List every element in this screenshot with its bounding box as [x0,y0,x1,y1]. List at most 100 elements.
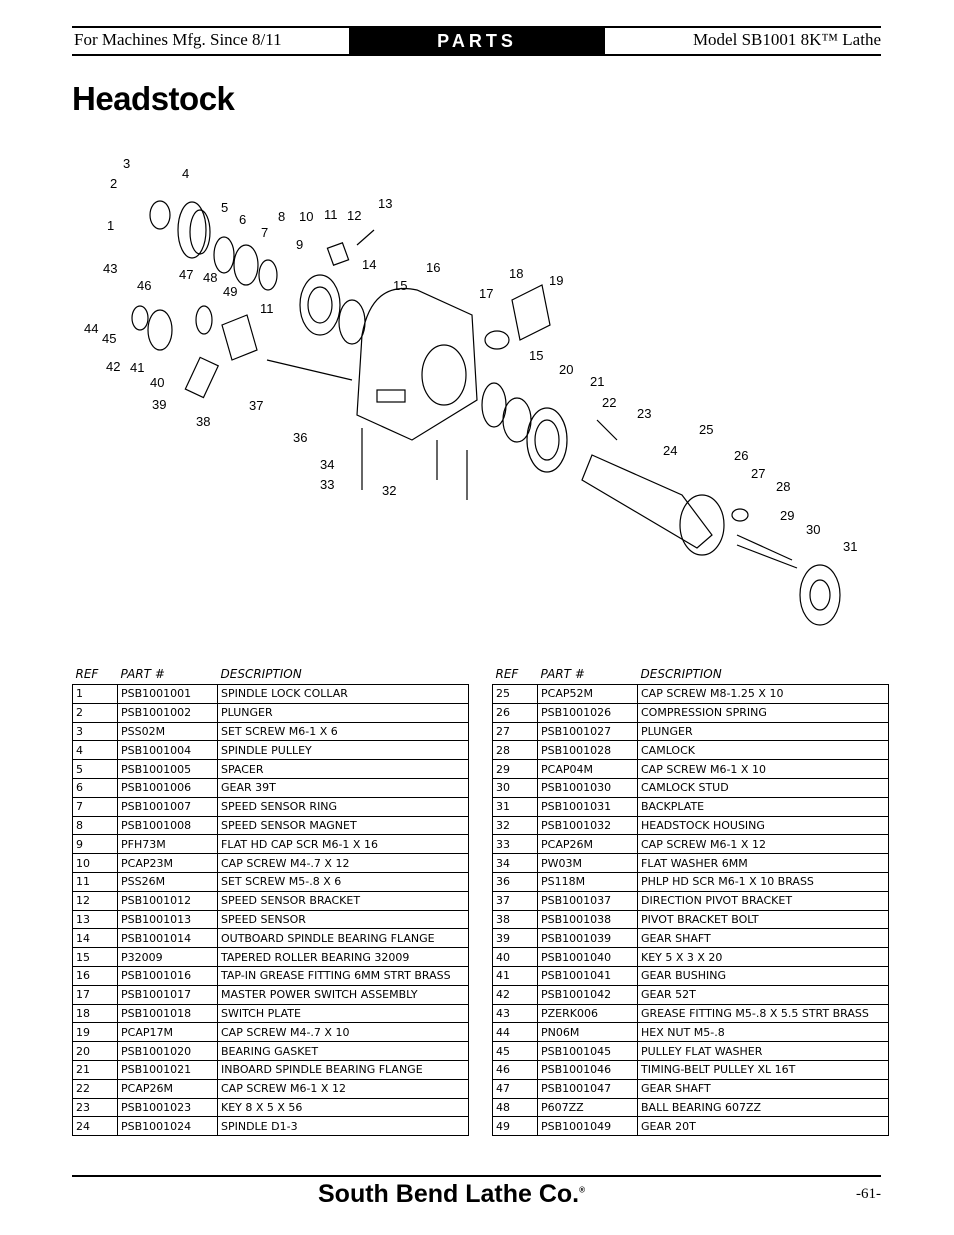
description-cell: GREASE FITTING M5-.8 X 5.5 STRT BRASS [637,1003,889,1024]
ref-cell: 28 [492,740,538,761]
inboard-flange-shape [526,407,568,473]
callout-label: 33 [320,477,334,492]
ref-cell: 47 [492,1078,538,1099]
description-cell: HEX NUT M5-.8 [637,1022,889,1043]
part-number-cell: PSB1001004 [117,740,218,761]
callout-label: 29 [780,508,794,523]
spindle-shape [581,454,713,549]
description-cell: SPEED SENSOR BRACKET [217,890,469,911]
page-number: -61- [856,1186,881,1202]
ref-cell: 34 [492,853,538,873]
part-number-cell: PSB1001038 [537,909,638,930]
ref-cell: 23 [72,1097,118,1118]
part-number-cell: PSB1001006 [117,777,218,798]
part-number-cell: PSB1001005 [117,759,218,779]
part-number-cell: P607ZZ [537,1097,638,1118]
ref-cell: 26 [492,702,538,723]
callout-label: 48 [203,270,217,285]
col-desc-header: DESCRIPTION [640,667,722,681]
ref-cell: 36 [492,871,538,892]
callout-label: 12 [347,208,361,223]
part-number-cell: PCAP26M [537,834,638,855]
part-number-cell: PSB1001045 [537,1041,638,1061]
description-cell: SPINDLE D1-3 [217,1116,469,1137]
spacer-shape [213,236,235,274]
part-number-cell: PSB1001041 [537,965,638,986]
callout-label: 1 [107,218,114,233]
part-number-cell: PSB1001017 [117,984,218,1005]
part-number-cell: PSB1001018 [117,1003,218,1024]
description-cell: FLAT WASHER 6MM [637,853,889,873]
callout-label: 45 [102,331,116,346]
description-cell: CAMLOCK STUD [637,777,889,798]
callout-label: 34 [320,457,334,472]
part-number-cell: PSB1001008 [117,815,218,836]
description-cell: TIMING-BELT PULLEY XL 16T [637,1059,889,1080]
ref-cell: 39 [492,928,538,949]
description-cell: PIVOT BRACKET BOLT [637,909,889,930]
description-cell: DIRECTION PIVOT BRACKET [637,890,889,911]
ref-cell: 42 [492,984,538,1005]
gear-20t-shape [195,305,213,335]
callout-label: 8 [278,209,285,224]
ref-cell: 14 [72,928,118,949]
part-number-cell: PCAP23M [117,853,218,873]
col-ref-header: REF [75,667,99,681]
ref-cell: 3 [72,721,118,742]
part-number-cell: PSB1001046 [537,1059,638,1080]
ref-cell: 25 [492,684,538,704]
outboard-flange-shape [299,274,341,336]
sensor-ring-shape [258,259,278,291]
description-cell: SPEED SENSOR MAGNET [217,815,469,836]
ref-cell: 9 [72,834,118,855]
callout-label: 22 [602,395,616,410]
callout-label: 24 [663,443,677,458]
description-cell: COMPRESSION SPRING [637,702,889,723]
part-number-cell: PSB1001040 [537,947,638,967]
callout-label: 28 [776,479,790,494]
part-number-cell: PSB1001042 [537,984,638,1005]
part-number-cell: PSB1001047 [537,1078,638,1099]
part-number-cell: PSB1001039 [537,928,638,949]
part-number-cell: PSB1001030 [537,777,638,798]
ref-cell: 12 [72,890,118,911]
part-number-cell: PSB1001028 [537,740,638,761]
ref-cell: 5 [72,759,118,779]
timing-pulley-shape [131,305,149,331]
description-cell: TAPERED ROLLER BEARING 32009 [217,947,469,967]
inboard-bearing-shape [481,382,507,428]
part-number-cell: PSB1001027 [537,721,638,742]
callout-label: 18 [509,266,523,281]
ref-cell: 29 [492,759,538,779]
description-cell: BALL BEARING 607ZZ [637,1097,889,1118]
description-cell: SPEED SENSOR [217,909,469,930]
ref-cell: 41 [492,965,538,986]
description-cell: BACKPLATE [637,796,889,817]
description-cell: SPACER [217,759,469,779]
description-cell: FLAT HD CAP SCR M6-1 X 16 [217,834,469,855]
callout-label: 27 [751,466,765,481]
callout-label: 16 [426,260,440,275]
part-number-cell: PSB1001021 [117,1059,218,1080]
header-top-rule [72,26,881,28]
header-section-label: PARTS [349,28,605,54]
callout-label: 6 [239,212,246,227]
col-part-header: PART # [540,667,585,681]
callout-label: 26 [734,448,748,463]
ref-cell: 13 [72,909,118,930]
callout-label: 4 [182,166,189,181]
